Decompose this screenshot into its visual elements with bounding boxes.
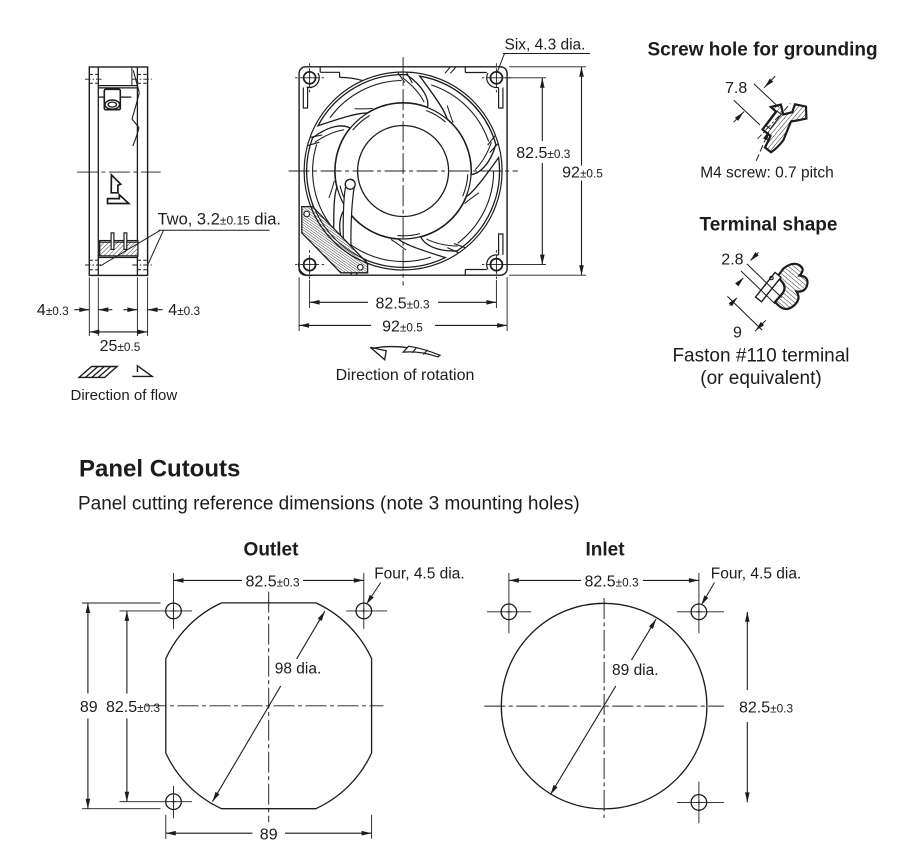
svg-text:Four, 4.5 dia.: Four, 4.5 dia. (374, 566, 464, 583)
svg-text:Direction of flow: Direction of flow (71, 387, 178, 404)
svg-text:82.5±0.3: 82.5±0.3 (245, 573, 299, 590)
svg-text:82.5±0.3: 82.5±0.3 (375, 295, 429, 312)
svg-text:Six, 4.3 dia.: Six, 4.3 dia. (505, 37, 586, 54)
svg-text:89: 89 (260, 827, 278, 844)
svg-text:7.8: 7.8 (725, 80, 747, 97)
svg-text:Panel Cutouts: Panel Cutouts (79, 456, 240, 483)
svg-text:82.5±0.3: 82.5±0.3 (584, 573, 638, 590)
svg-text:4±0.3: 4±0.3 (37, 302, 69, 319)
svg-text:82.5±0.3: 82.5±0.3 (516, 145, 570, 162)
svg-text:Terminal shape: Terminal shape (700, 215, 838, 236)
svg-text:89 dia.: 89 dia. (612, 662, 659, 679)
svg-text:89: 89 (80, 699, 98, 716)
svg-text:M4 screw: 0.7 pitch: M4 screw: 0.7 pitch (700, 164, 834, 181)
svg-text:Outlet: Outlet (244, 540, 300, 561)
svg-text:92±0.5: 92±0.5 (382, 318, 423, 335)
svg-text:Panel cutting reference dimens: Panel cutting reference dimensions (note… (78, 494, 580, 515)
svg-text:Faston #110 terminal: Faston #110 terminal (672, 346, 849, 367)
svg-text:2.8: 2.8 (721, 252, 743, 269)
svg-text:9: 9 (733, 325, 742, 342)
svg-text:Inlet: Inlet (585, 540, 625, 561)
svg-text:25±0.5: 25±0.5 (100, 338, 141, 355)
svg-text:92±0.5: 92±0.5 (562, 165, 603, 182)
svg-text:Screw hole for grounding: Screw hole for grounding (648, 40, 878, 61)
svg-text:4±0.3: 4±0.3 (168, 302, 200, 319)
svg-text:82.5±0.3: 82.5±0.3 (106, 699, 160, 716)
svg-text:82.5±0.3: 82.5±0.3 (739, 700, 793, 717)
svg-text:Direction of rotation: Direction of rotation (336, 367, 475, 384)
svg-text:Two, 3.2±0.15 dia.: Two, 3.2±0.15 dia. (158, 211, 282, 229)
svg-text:98 dia.: 98 dia. (275, 661, 322, 678)
svg-text:(or equivalent): (or equivalent) (700, 368, 821, 389)
svg-text:Four, 4.5 dia.: Four, 4.5 dia. (711, 566, 801, 583)
